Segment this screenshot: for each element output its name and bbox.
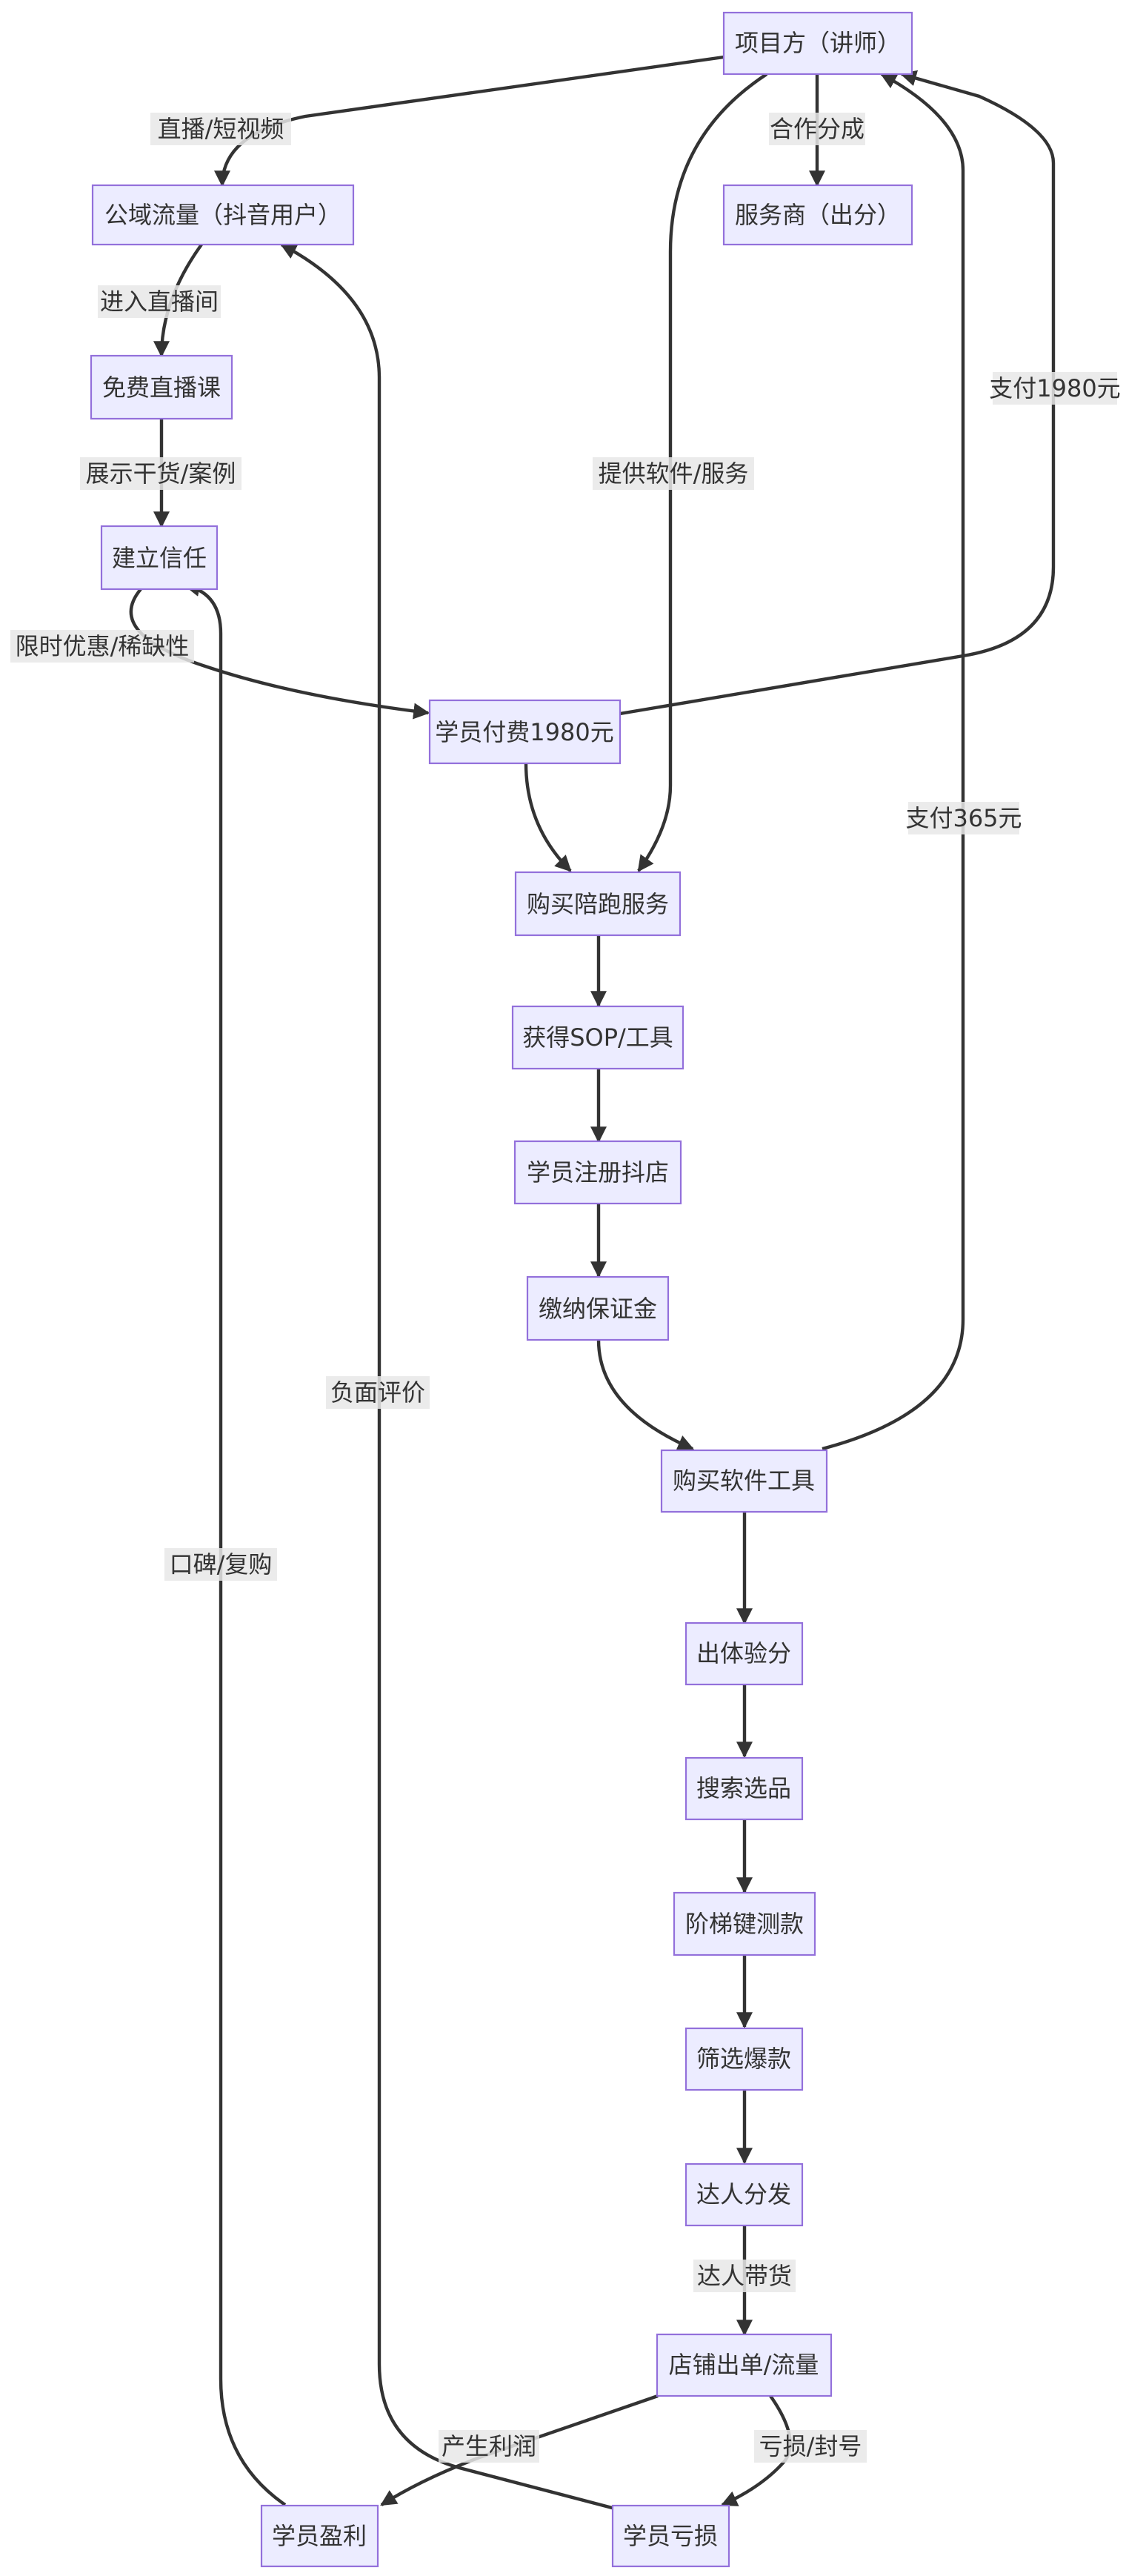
node-hot[interactable]: 筛选爆款	[684, 2027, 804, 2091]
svg-text:合作分成: 合作分成	[770, 115, 865, 143]
edge-label-pay-1980: 支付1980元	[989, 372, 1121, 405]
svg-text:亏损/封号: 亏损/封号	[759, 2432, 862, 2460]
edge-project-to-public	[214, 55, 724, 187]
node-orders[interactable]: 店铺出单/流量	[656, 2333, 833, 2397]
node-deposit[interactable]: 缴纳保证金	[526, 1275, 670, 1341]
node-software-label: 购买软件工具	[673, 1467, 815, 1495]
node-register[interactable]: 学员注册抖店	[513, 1140, 682, 1205]
edge-pay-to-accompany	[524, 763, 572, 872]
edge-label-enter-live: 进入直播间	[98, 285, 221, 318]
node-profit[interactable]: 学员盈利	[260, 2504, 379, 2568]
node-service[interactable]: 服务商（出分）	[722, 184, 913, 246]
node-influencer[interactable]: 达人分发	[684, 2162, 804, 2227]
node-ladder[interactable]: 阶梯键测款	[673, 1891, 816, 1956]
svg-text:提供软件/服务: 提供软件/服务	[599, 459, 749, 488]
node-pay[interactable]: 学员付费1980元	[428, 699, 622, 765]
edge-pay-to-project	[619, 70, 1056, 716]
node-trust[interactable]: 建立信任	[100, 525, 219, 591]
node-profit-label: 学员盈利	[272, 2522, 367, 2550]
svg-text:负面评价: 负面评价	[330, 1378, 425, 1407]
svg-text:口碑/复购: 口碑/复购	[170, 1550, 273, 1579]
node-project[interactable]: 项目方（讲师）	[722, 11, 913, 76]
svg-text:支付365元: 支付365元	[905, 804, 1022, 832]
node-register-label: 学员注册抖店	[527, 1158, 669, 1186]
edge-label-cooperation: 合作分成	[769, 113, 865, 145]
svg-text:达人带货: 达人带货	[697, 2262, 792, 2290]
node-public[interactable]: 公域流量（抖音用户）	[91, 184, 355, 246]
node-search-label: 搜索选品	[696, 1774, 791, 1802]
edge-software-to-project	[822, 73, 965, 1451]
edge-deposit-to-software	[596, 1339, 695, 1451]
node-public-label: 公域流量（抖音用户）	[104, 201, 342, 229]
node-project-label: 项目方（讲师）	[735, 29, 901, 57]
edge-trust-to-pay	[129, 588, 430, 720]
node-loss[interactable]: 学员亏损	[611, 2504, 730, 2568]
node-live[interactable]: 免费直播课	[90, 354, 233, 420]
node-sop-label: 获得SOP/工具	[522, 1023, 673, 1052]
node-deposit-label: 缴纳保证金	[539, 1295, 657, 1323]
edge-label-pay-365: 支付365元	[905, 802, 1022, 834]
node-score[interactable]: 出体验分	[684, 1621, 804, 1686]
edge-label-word-of-mouth: 口碑/复购	[164, 1548, 277, 1581]
edge-project-to-accompany	[637, 73, 768, 872]
node-loss-label: 学员亏损	[623, 2522, 718, 2550]
svg-text:展示干货/案例: 展示干货/案例	[86, 459, 236, 488]
node-trust-label: 建立信任	[112, 544, 207, 572]
svg-text:支付1980元: 支付1980元	[989, 374, 1120, 402]
edge-label-show-cases: 展示干货/案例	[80, 457, 241, 490]
node-influencer-label: 达人分发	[696, 2180, 791, 2208]
edge-label-negative-review: 负面评价	[326, 1376, 430, 1409]
node-hot-label: 筛选爆款	[696, 2045, 791, 2073]
edge-label-live-stream: 直播/短视频	[150, 113, 291, 145]
node-sop[interactable]: 获得SOP/工具	[511, 1005, 684, 1070]
edge-label-limited-offer: 限时优惠/稀缺性	[10, 630, 194, 663]
node-accompany-label: 购买陪跑服务	[527, 890, 669, 918]
svg-text:进入直播间: 进入直播间	[100, 288, 219, 316]
edge-profit-to-trust	[183, 580, 287, 2506]
edge-label-profit: 产生利润	[439, 2430, 539, 2463]
node-accompany[interactable]: 购买陪跑服务	[514, 871, 682, 937]
edge-loss-to-public	[280, 243, 616, 2511]
edge-label-influencer-sales: 达人带货	[693, 2260, 796, 2292]
svg-text:直播/短视频: 直播/短视频	[158, 115, 284, 143]
edge-label-provide-service: 提供软件/服务	[593, 457, 754, 490]
node-search[interactable]: 搜索选品	[684, 1756, 804, 1821]
node-pay-label: 学员付费1980元	[435, 718, 613, 746]
edge-label-loss-ban: 亏损/封号	[754, 2430, 867, 2463]
node-software[interactable]: 购买软件工具	[660, 1449, 828, 1513]
node-score-label: 出体验分	[696, 1639, 791, 1667]
node-ladder-label: 阶梯键测款	[685, 1910, 804, 1938]
svg-text:限时优惠/稀缺性: 限时优惠/稀缺性	[16, 632, 190, 660]
node-service-label: 服务商（出分）	[735, 201, 901, 229]
svg-text:产生利润: 产生利润	[442, 2432, 536, 2460]
node-orders-label: 店铺出单/流量	[669, 2351, 819, 2379]
node-live-label: 免费直播课	[102, 374, 221, 402]
